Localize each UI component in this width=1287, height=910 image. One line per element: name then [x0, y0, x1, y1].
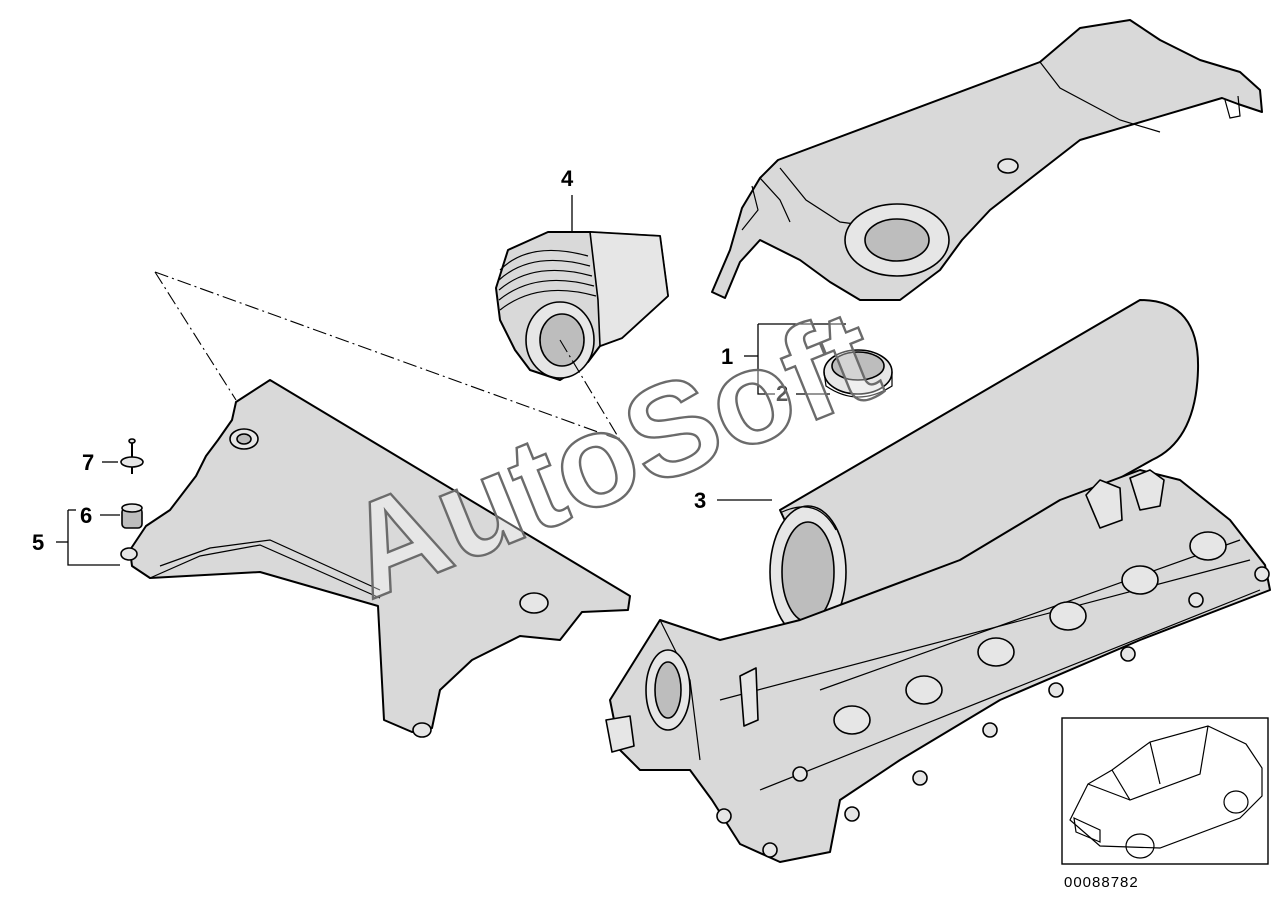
- callout-labels: 4 1 2 3 7 6 5: [32, 166, 788, 555]
- car-silhouette-icon: [1069, 725, 1263, 859]
- diagram-reference-code: 00088782: [1064, 874, 1139, 891]
- valve-cover-manifold: [605, 469, 1271, 863]
- callout-5: 5: [32, 530, 44, 555]
- leader-lines: [56, 195, 846, 566]
- lower-cover-panel: [120, 379, 631, 738]
- callout-3: 3: [694, 488, 706, 513]
- callout-2: 2: [776, 381, 788, 406]
- callout-7: 7: [82, 450, 94, 475]
- callout-6: 6: [80, 503, 92, 528]
- callout-1: 1: [721, 344, 733, 369]
- assembly-lines: [154, 271, 621, 441]
- upper-engine-cover: [711, 19, 1263, 301]
- grommet: [121, 503, 143, 529]
- callout-4: 4: [561, 166, 574, 191]
- manifold-bolts: [716, 566, 1270, 858]
- screw-bolt: [120, 438, 144, 474]
- vehicle-thumbnail: [1061, 717, 1269, 865]
- seal-ring: [823, 349, 893, 398]
- manifold-ports: [833, 531, 1227, 735]
- filter-cylinder: [769, 299, 1200, 639]
- air-duct-bellows: [495, 231, 669, 381]
